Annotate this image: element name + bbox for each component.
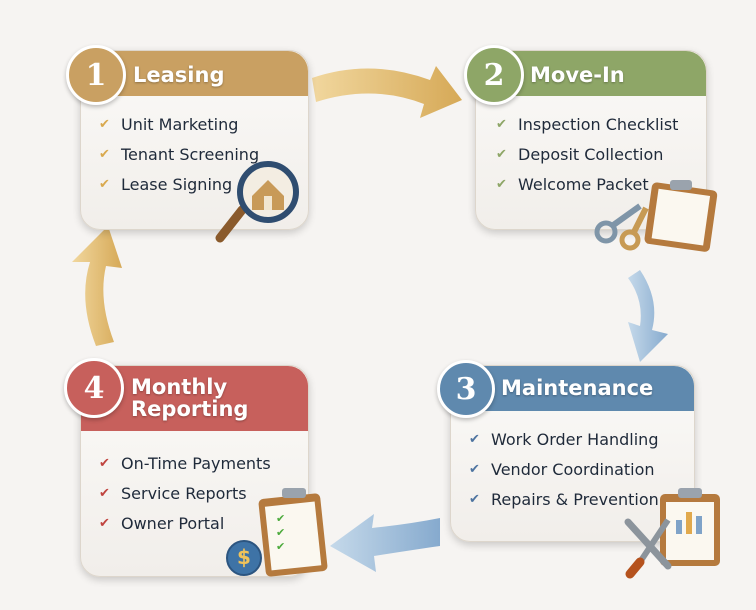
step-number-badge: 2: [464, 45, 524, 105]
list-item: ✔Unit Marketing: [99, 114, 239, 134]
check-icon: ✔: [469, 491, 480, 507]
list-item: ✔On-Time Payments: [99, 453, 271, 473]
step-number-badge: 4: [64, 358, 124, 418]
check-icon: ✔: [99, 485, 110, 501]
arrow-reporting-to-leasing: [72, 226, 122, 346]
arrow-maintenance-to-reporting: [330, 514, 440, 572]
check-icon: ✔: [99, 116, 110, 132]
list-item: ✔Service Reports: [99, 483, 247, 503]
check-icon: ✔: [99, 515, 110, 531]
check-icon: ✔: [496, 116, 507, 132]
check-icon: ✔: [99, 455, 110, 471]
list-item: ✔Owner Portal: [99, 513, 225, 533]
step-title: Maintenance: [501, 376, 654, 400]
step-title: Leasing: [133, 63, 225, 87]
check-icon: ✔: [469, 461, 480, 477]
list-item: ✔Vendor Coordination: [469, 459, 655, 479]
list-item: ✔Inspection Checklist: [496, 114, 679, 134]
arrow-leasing-to-movein: [312, 66, 462, 118]
list-item: ✔Lease Signing: [99, 174, 233, 194]
list-item: ✔Work Order Handling: [469, 429, 659, 449]
check-icon: ✔: [496, 146, 507, 162]
list-item: ✔Deposit Collection: [496, 144, 664, 164]
step-card-maintenance: Maintenance ✔Work Order Handling ✔Vendor…: [450, 365, 695, 542]
list-item: ✔Tenant Screening: [99, 144, 260, 164]
check-icon: ✔: [99, 176, 110, 192]
arrow-movein-to-maintenance: [628, 270, 668, 362]
step-number-badge: 3: [437, 360, 495, 418]
step-number-badge: 1: [66, 45, 126, 105]
dollar-coin-icon: $: [237, 545, 251, 569]
list-item: ✔Welcome Packet: [496, 174, 649, 194]
check-icon: ✔: [496, 176, 507, 192]
check-icon: ✔: [469, 431, 480, 447]
step-title: Move-In: [530, 63, 625, 87]
list-item: ✔Repairs & Prevention: [469, 489, 659, 509]
check-icon: ✔: [99, 146, 110, 162]
